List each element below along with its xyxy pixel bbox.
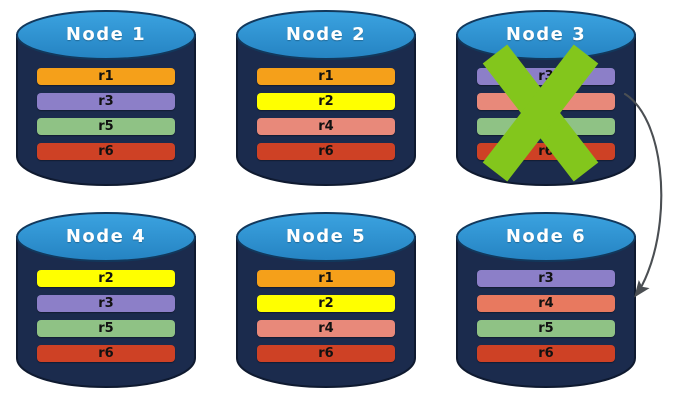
record-list: r3 r4 r5 r6 (477, 68, 615, 168)
cylinder-top-ellipse (456, 10, 636, 60)
record-bar[interactable]: r3 (477, 270, 615, 287)
record-bar[interactable]: r1 (257, 270, 395, 287)
record-bar[interactable]: r2 (257, 295, 395, 312)
record-bar[interactable]: r6 (37, 345, 175, 362)
record-bar[interactable]: r1 (37, 68, 175, 85)
record-bar[interactable]: r4 (257, 118, 395, 135)
record-bar[interactable]: r5 (37, 118, 175, 135)
record-bar[interactable]: r3 (37, 295, 175, 312)
record-bar[interactable]: r6 (477, 143, 615, 160)
record-bar[interactable]: r4 (477, 93, 615, 110)
record-bar[interactable]: r1 (257, 68, 395, 85)
cylinder-top-ellipse (236, 212, 416, 262)
record-list: r1 r2 r4 r6 (257, 68, 395, 168)
record-bar[interactable]: r6 (37, 143, 175, 160)
record-bar[interactable]: r4 (477, 295, 615, 312)
record-list: r1 r3 r5 r6 (37, 68, 175, 168)
record-list: r3 r4 r5 r6 (477, 270, 615, 370)
record-bar[interactable]: r6 (257, 345, 395, 362)
record-bar[interactable]: r4 (257, 320, 395, 337)
cylinder-top-ellipse (236, 10, 416, 60)
cylinder-top-ellipse (456, 212, 636, 262)
record-bar[interactable]: r3 (477, 68, 615, 85)
record-bar[interactable]: r5 (477, 320, 615, 337)
record-bar[interactable]: r5 (37, 320, 175, 337)
record-list: r2 r3 r5 r6 (37, 270, 175, 370)
record-list: r1 r2 r4 r6 (257, 270, 395, 370)
record-bar[interactable]: r6 (257, 143, 395, 160)
record-bar[interactable]: r6 (477, 345, 615, 362)
cylinder-top-ellipse (16, 10, 196, 60)
record-bar[interactable]: r2 (37, 270, 175, 287)
record-bar[interactable]: r5 (477, 118, 615, 135)
cylinder-top-ellipse (16, 212, 196, 262)
record-bar[interactable]: r3 (37, 93, 175, 110)
record-bar[interactable]: r2 (257, 93, 395, 110)
